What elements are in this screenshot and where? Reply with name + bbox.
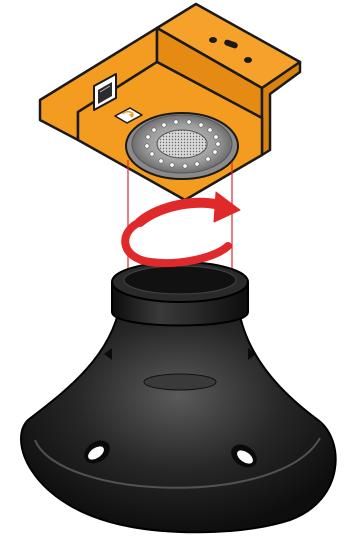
horn-adapter [21, 262, 336, 532]
sensor-mesh [157, 130, 207, 158]
mount-hole-icon [244, 57, 252, 63]
sensor-module [126, 113, 238, 179]
horn-bell [21, 305, 336, 532]
orange-device [40, 4, 300, 200]
mount-hole-icon [209, 37, 217, 43]
horn-throat [144, 374, 216, 390]
curved-rotate-arrow-icon [125, 192, 240, 263]
